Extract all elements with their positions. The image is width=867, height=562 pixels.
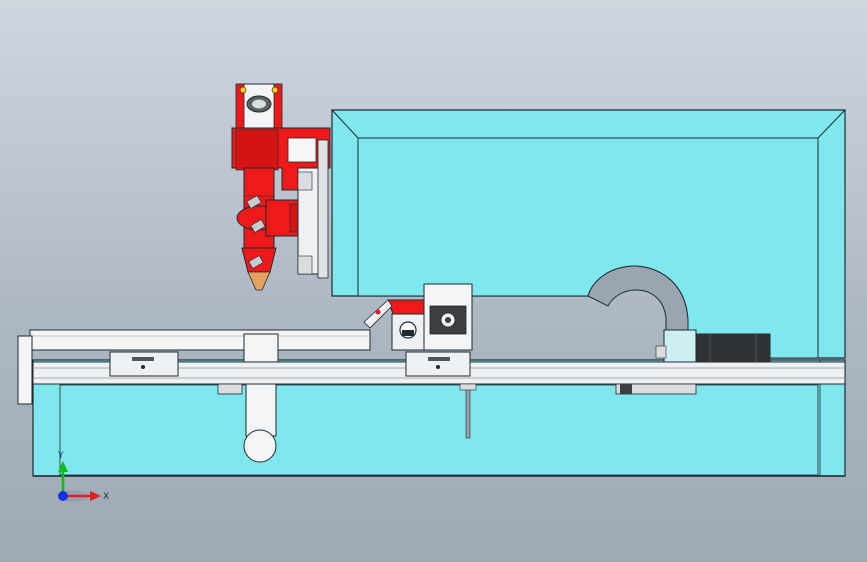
gantry-frame-bevel (331, 109, 846, 139)
carriage-left (109, 351, 179, 377)
gantry-arch-cutout (587, 265, 689, 331)
base-inner-panel (59, 384, 819, 476)
hanging-pin (459, 383, 477, 439)
support-post (217, 333, 279, 463)
drive-mount (363, 283, 473, 351)
z-axis-origin (58, 491, 68, 501)
table-end-plate (17, 335, 33, 405)
support-post-cylinder (243, 429, 277, 463)
carriage-right (405, 351, 471, 377)
axis-triad: Y X (57, 451, 109, 502)
motor-body (695, 333, 771, 363)
y-axis-arrow (58, 461, 68, 472)
servo-motor (615, 329, 771, 395)
table-top (29, 329, 371, 351)
x-axis-label: X (103, 492, 109, 502)
y-axis-label: Y (57, 451, 64, 461)
x-axis-arrow (90, 491, 101, 501)
motor-flange (663, 329, 697, 363)
laser-head-assembly (231, 83, 331, 291)
